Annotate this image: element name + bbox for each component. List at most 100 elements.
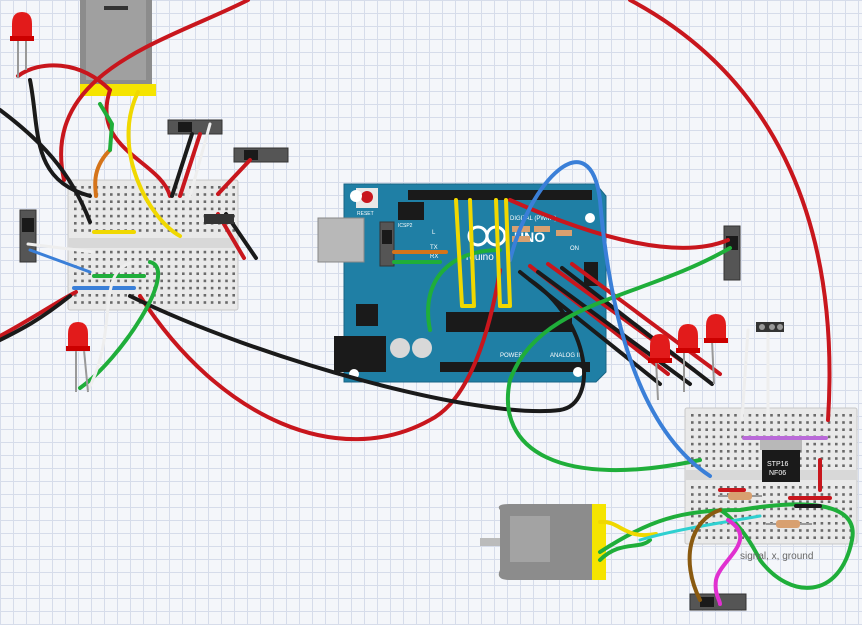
wire-black-left[interactable] <box>0 108 92 224</box>
breadboard-hole <box>849 428 852 431</box>
breadboard-hole <box>131 258 135 261</box>
wire-black-led-2[interactable] <box>536 270 692 386</box>
wire-blue-left[interactable] <box>28 248 92 274</box>
breadboard-hole <box>218 250 221 254</box>
breadboard-hole <box>160 200 163 203</box>
breadboard-hole <box>117 265 120 268</box>
switch-top-2[interactable] <box>233 147 289 163</box>
usb-port[interactable] <box>317 217 365 263</box>
voltage-regulator <box>356 304 378 326</box>
wire-white-left[interactable] <box>86 260 136 392</box>
breadboard-hole <box>196 222 199 225</box>
switch-top-1[interactable] <box>167 119 223 135</box>
wire-black-led-1[interactable] <box>518 270 662 386</box>
wire-white-switch1[interactable] <box>188 122 212 198</box>
breadboard-hole <box>770 421 773 424</box>
breadboard-hole <box>806 529 809 532</box>
wire-black-led-3[interactable] <box>560 266 714 386</box>
breadboard-hole <box>210 265 214 268</box>
breadboard-hole <box>820 442 824 446</box>
breadboard-hole <box>748 522 752 525</box>
breadboard-hole <box>182 200 185 203</box>
wire-white-right-1[interactable] <box>740 328 750 422</box>
wire-magenta[interactable] <box>713 518 743 606</box>
switch-on-board[interactable] <box>379 221 395 267</box>
breadboard-hole <box>232 250 235 254</box>
rx-label: RX <box>430 254 438 260</box>
wire-black-bottom-loop[interactable] <box>128 278 586 414</box>
breadboard-hole <box>727 529 730 532</box>
breadboard-hole <box>806 442 809 446</box>
breadboard-hole <box>748 421 752 424</box>
breadboard-hole <box>117 207 120 211</box>
wire-black-switch1[interactable] <box>170 132 194 198</box>
wire-green-arduino[interactable] <box>426 248 502 332</box>
breadboard-hole <box>131 265 135 268</box>
led-right-2 <box>676 324 700 392</box>
breadboard-hole <box>835 428 838 431</box>
breadboard-hole <box>806 457 809 460</box>
breadboard-hole <box>174 250 178 254</box>
wire-orange-motor[interactable] <box>93 148 112 198</box>
breadboard-hole <box>138 250 142 254</box>
wire-red-bottom-arc[interactable] <box>138 268 502 442</box>
breadboard-hole <box>88 186 91 189</box>
breadboard-hole <box>232 301 235 304</box>
breadboard-hole <box>748 486 752 489</box>
breadboard-hole <box>763 522 766 525</box>
breadboard-hole <box>770 486 773 489</box>
wire-yellow-motor[interactable] <box>126 90 182 238</box>
breadboard-hole <box>719 442 723 446</box>
switch-left[interactable] <box>19 209 37 263</box>
breadboard-hole <box>196 301 199 304</box>
breadboard-hole <box>196 272 199 275</box>
wire-brown[interactable] <box>687 508 722 602</box>
breadboard-hole <box>117 279 120 283</box>
switch-right[interactable] <box>723 225 741 281</box>
wire-white-bb[interactable] <box>26 242 96 254</box>
breadboard-hole <box>138 258 142 261</box>
wire-cyan[interactable] <box>638 514 762 542</box>
breadboard-hole <box>813 500 816 503</box>
breadboard-hole <box>784 536 788 539</box>
wire-yellow-motor-bottom[interactable] <box>598 519 658 538</box>
breadboard-hole <box>820 428 824 431</box>
wire-red-led-top[interactable] <box>16 63 112 92</box>
breadboard-hole <box>791 514 795 518</box>
breadboard-hole <box>95 207 99 211</box>
breadboard-hole <box>210 250 214 254</box>
breadboard-hole <box>203 193 207 196</box>
breadboard-hole <box>827 522 831 525</box>
breadboard-hole <box>719 457 723 460</box>
wire-red-to-right-switch[interactable] <box>508 198 730 250</box>
power-jack[interactable] <box>334 336 386 372</box>
wire-yellow-arduino-1[interactable] <box>454 198 476 308</box>
reset-button[interactable] <box>361 191 373 203</box>
breadboard-hole <box>705 450 708 453</box>
wire-blue-arc[interactable] <box>508 160 712 478</box>
breadboard-hole <box>770 536 773 539</box>
breadboard-hole <box>734 450 737 453</box>
top-motor[interactable] <box>80 0 156 96</box>
wire-green-bottom-loop[interactable] <box>598 502 855 590</box>
wire-green-motor[interactable] <box>598 538 652 562</box>
breadboard-hole <box>167 272 171 275</box>
led-right-3 <box>704 314 728 385</box>
wire-red-switch1[interactable] <box>178 132 202 198</box>
breadboard-hole <box>88 265 91 268</box>
breadboard-hole <box>203 279 207 283</box>
bottom-motor[interactable] <box>480 504 606 580</box>
bottom-motor-cap <box>592 504 606 580</box>
wire-red-right-arc[interactable] <box>628 0 832 422</box>
wire-black-left-edge[interactable] <box>0 294 72 342</box>
wire-red-led-3[interactable] <box>570 262 722 376</box>
breadboard-hole <box>842 507 845 511</box>
wire-red-top-arc[interactable] <box>59 0 250 182</box>
breadboard-hole <box>110 258 113 261</box>
wire-green-long[interactable] <box>505 246 732 473</box>
arduino-uno-board[interactable]: RESET ICSP2 TX RX L rduino UNO DIGITAL (… <box>317 183 607 383</box>
wire-green-top-motor[interactable] <box>98 102 114 152</box>
breadboard-hole <box>748 457 752 460</box>
wire-red-switch2[interactable] <box>216 158 252 196</box>
wire-yellow-arduino-2[interactable] <box>494 198 512 308</box>
